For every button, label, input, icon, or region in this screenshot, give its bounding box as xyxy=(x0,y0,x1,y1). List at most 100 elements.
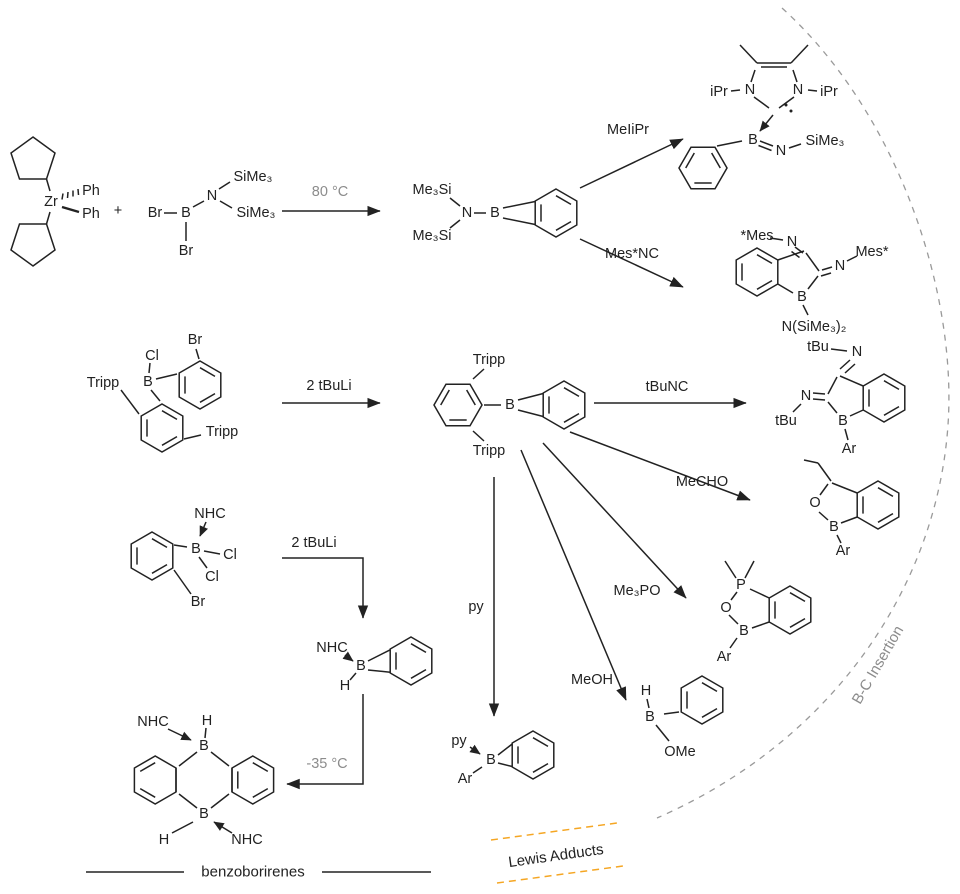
benzoborirenes-label: benzoborirenes xyxy=(201,864,304,881)
br-label: Br xyxy=(148,205,163,221)
carbene-lone-pair-dot xyxy=(784,103,788,107)
nhc-label: NHC xyxy=(231,832,262,848)
benzoborirenes-caption: benzoborirenes xyxy=(86,864,431,881)
aminodibromoborane-structure: Br B Br N SiMe₃ SiMe₃ xyxy=(148,169,276,259)
dative-arrow xyxy=(199,521,208,537)
condition-label: 2 tBuLi xyxy=(306,378,351,394)
n-label: N xyxy=(745,82,755,98)
boron-label: B xyxy=(181,205,191,221)
py-label: py xyxy=(451,733,467,749)
ph-top-label: Ph xyxy=(82,183,100,199)
route-label: py xyxy=(468,599,484,615)
dative-arrow xyxy=(167,728,192,741)
plus-sign: + xyxy=(114,203,122,219)
br-label: Br xyxy=(179,243,194,259)
route-label: tBuNC xyxy=(646,379,689,395)
ar-label: Ar xyxy=(836,543,851,559)
n-label: N xyxy=(835,258,845,274)
mes-label: Mes* xyxy=(855,244,888,260)
route-label: Me₃PO xyxy=(614,583,661,599)
nhc-route-label: MeIiPr xyxy=(607,122,649,138)
boron-label: B xyxy=(797,289,807,305)
dative-arrow xyxy=(213,821,233,834)
boron-label: B xyxy=(199,738,209,754)
sime3-label: SiMe₃ xyxy=(234,169,273,185)
condition-label: 80 °C xyxy=(312,184,348,200)
boron-label: B xyxy=(748,132,758,148)
boron-label: B xyxy=(356,658,366,674)
dative-arrow xyxy=(469,744,481,755)
zirconocene-structure: Zr Ph Ph xyxy=(10,136,100,267)
ar-label: Ar xyxy=(842,441,857,457)
reaction-arrow xyxy=(520,449,627,701)
h-label: H xyxy=(202,713,212,729)
o-label: O xyxy=(809,495,820,511)
route-label: MeOH xyxy=(571,672,613,688)
nhc-borirene-structure: NHC B H xyxy=(316,636,433,694)
n-label: N xyxy=(776,143,786,159)
tbu-label: tBu xyxy=(807,339,829,355)
cp-ring-top xyxy=(10,136,56,180)
boron-label: B xyxy=(199,806,209,822)
boron-label: B xyxy=(645,709,655,725)
cl-label: Cl xyxy=(205,569,219,585)
h-label: H xyxy=(641,683,651,699)
ome-label: OMe xyxy=(664,744,695,760)
route-label: MeCHO xyxy=(676,474,728,490)
n-label: N xyxy=(207,188,217,204)
n-label: N xyxy=(793,82,803,98)
me3si-label: Me₃Si xyxy=(413,228,452,244)
cl-label: Cl xyxy=(223,547,237,563)
nhc-label: NHC xyxy=(316,640,347,656)
tripp-borirene-structure: Tripp Tripp B xyxy=(427,352,586,459)
me3po-insertion-product: P O B Ar xyxy=(717,560,812,665)
h-label: H xyxy=(340,678,350,694)
boron-label: B xyxy=(829,519,839,535)
zr-label: Zr xyxy=(44,194,58,210)
condition-label: 2 tBuLi xyxy=(291,535,336,551)
tripp-label: Tripp xyxy=(87,375,120,391)
nhc-iminoborane-structure: iPr iPr N N B N SiMe₃ xyxy=(672,44,845,200)
amino-borirene-structure: Me₃Si Me₃Si N B xyxy=(413,182,578,244)
n-label: N xyxy=(787,234,797,250)
ipr-label: iPr xyxy=(820,84,838,100)
reaction-arrow xyxy=(569,431,751,501)
diaryl-chloroborane-structure: Br B Cl Tripp Tripp xyxy=(87,332,238,453)
borirene-dimer-structure: B B H NHC H NHC xyxy=(133,713,275,848)
lewis-adducts-label: Lewis Adducts xyxy=(507,841,604,871)
cl-label: Cl xyxy=(145,348,159,364)
reaction-arrow xyxy=(286,694,364,790)
dative-arrow xyxy=(759,114,774,132)
reaction-arrow xyxy=(542,442,687,599)
p-label: P xyxy=(736,577,746,593)
mecho-insertion-product: O B Ar xyxy=(803,459,900,559)
boron-label: B xyxy=(739,623,749,639)
reaction-arrow xyxy=(282,557,369,619)
tbunc-insertion-product: B N tBu N tBu Ar xyxy=(775,339,906,457)
amide-label: N(SiMe₃)₂ xyxy=(782,319,847,335)
reaction-arrow xyxy=(579,238,684,288)
nhc-label: NHC xyxy=(194,506,225,522)
nhc-label: NHC xyxy=(137,714,168,730)
carbene-lone-pair-dot xyxy=(789,109,793,113)
tripp-label: Tripp xyxy=(473,443,506,459)
sime3-label: SiMe₃ xyxy=(237,205,276,221)
reaction-arrow xyxy=(579,138,684,189)
boron-label: B xyxy=(838,413,848,429)
ipr-label: iPr xyxy=(710,84,728,100)
br-label: Br xyxy=(191,594,206,610)
condition-label: -35 °C xyxy=(306,756,347,772)
isocyanide-route-label: Mes*NC xyxy=(605,246,659,262)
boron-label: B xyxy=(490,205,500,221)
sime3-label: SiMe₃ xyxy=(806,133,845,149)
me3si-label: Me₃Si xyxy=(413,182,452,198)
n-label: N xyxy=(462,205,472,221)
boron-label: B xyxy=(143,374,153,390)
h-label: H xyxy=(159,832,169,848)
cp-ring-bottom xyxy=(10,223,56,267)
bc-insertion-arc xyxy=(656,7,950,819)
n-label: N xyxy=(852,344,862,360)
ph-bottom-label: Ph xyxy=(82,206,100,222)
boron-label: B xyxy=(486,752,496,768)
bc-insertion-label: B-C Insertion xyxy=(849,623,907,707)
